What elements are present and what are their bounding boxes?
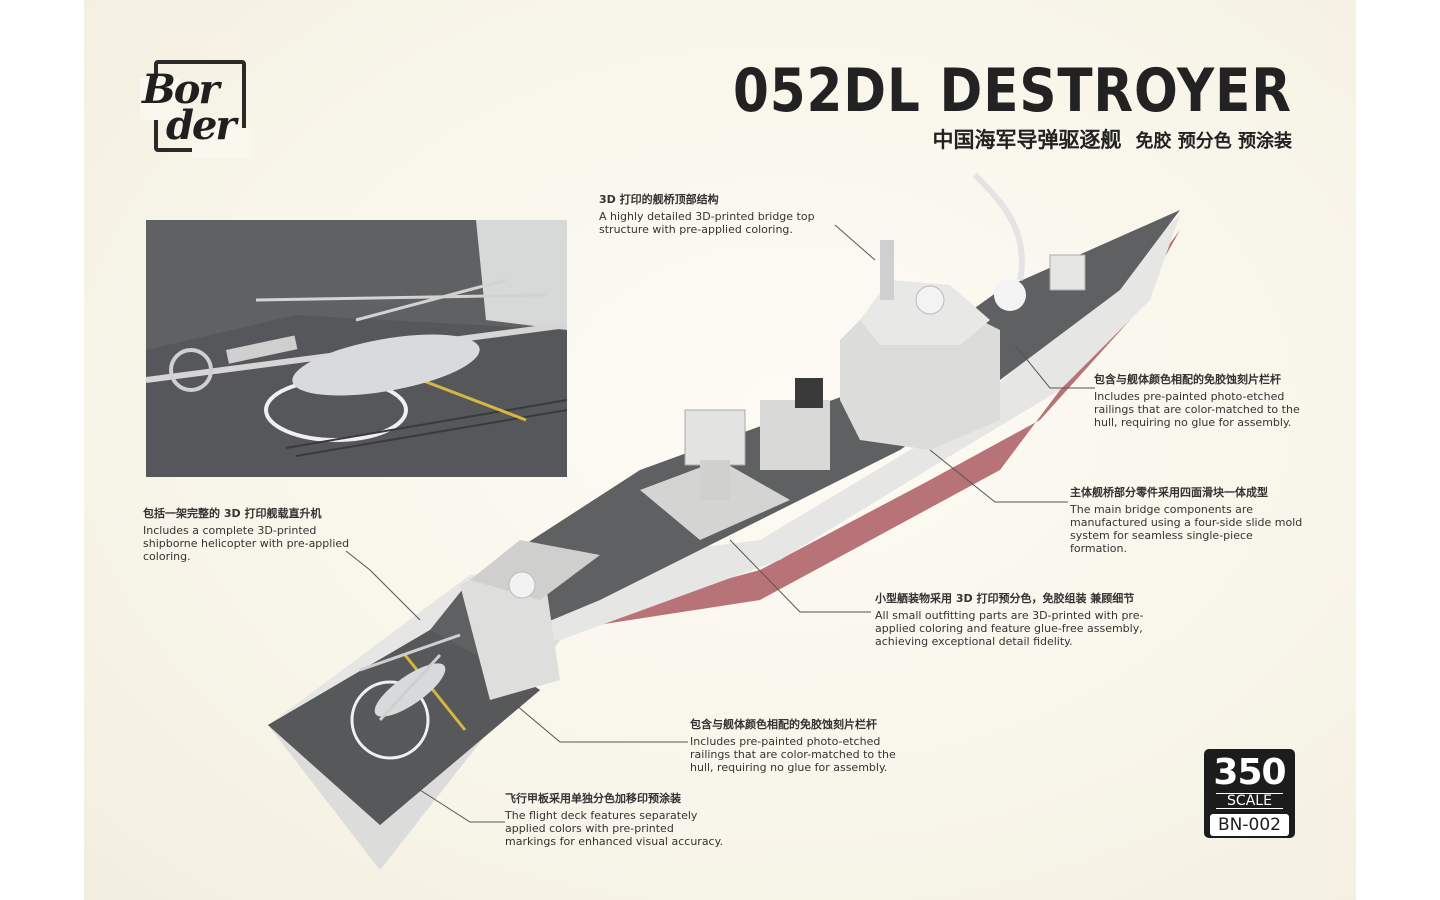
callout-heading: 飞行甲板采用单独分色加移印预涂装 [505, 792, 681, 805]
logo-frame-gap [140, 78, 180, 120]
logo-text-line1: Bor [142, 66, 220, 113]
page-title: 052DL DESTROYER [733, 56, 1292, 126]
callout-text: Includes pre-painted photo-etched railin… [1094, 390, 1300, 429]
scale-badge: 350 SCALE BN-002 [1204, 749, 1295, 838]
callout-main-bridge: 主体舰桥部分零件采用四面滑块一体成型 The main bridge compo… [1070, 484, 1310, 555]
callout-bridge-top: 3D 打印的舰桥顶部结构 A highly detailed 3D-printe… [599, 191, 829, 236]
callout-railings-upper: 包含与舰体颜色相配的免胶蚀刻片栏杆 Includes pre-painted p… [1094, 371, 1314, 429]
callout-flight-deck: 飞行甲板采用单独分色加移印预涂装 The flight deck feature… [505, 790, 725, 848]
scale-label: SCALE [1216, 793, 1283, 809]
callout-text: A highly detailed 3D-printed bridge top … [599, 210, 815, 236]
callout-text: Includes pre-painted photo-etched railin… [690, 735, 896, 774]
callout-text: The main bridge components are manufactu… [1070, 503, 1303, 555]
subtitle-features: 免胶 预分色 预涂装 [1135, 131, 1292, 152]
callout-text: The flight deck features separately appl… [505, 809, 724, 848]
product-code: BN-002 [1210, 814, 1289, 836]
callout-heading: 包括一架完整的 3D 打印舰载直升机 [143, 507, 322, 520]
callout-helicopter: 包括一架完整的 3D 打印舰载直升机 Includes a complete 3… [143, 505, 353, 563]
page-subtitle: 中国海军导弹驱逐舰免胶 预分色 预涂装 [932, 124, 1292, 154]
helicopter-inset-photo [146, 220, 567, 477]
callout-heading: 包含与舰体颜色相配的免胶蚀刻片栏杆 [1094, 373, 1281, 386]
callout-railings-lower: 包含与舰体颜色相配的免胶蚀刻片栏杆 Includes pre-painted p… [690, 716, 900, 774]
scale-number: 350 [1213, 752, 1286, 793]
callout-heading: 主体舰桥部分零件采用四面滑块一体成型 [1070, 486, 1268, 499]
subtitle-chinese: 中国海军导弹驱逐舰 [932, 128, 1122, 152]
border-logo: Bor der [140, 58, 252, 158]
callout-heading: 包含与舰体颜色相配的免胶蚀刻片栏杆 [690, 718, 877, 731]
logo-frame-gap [192, 128, 252, 158]
callout-heading: 小型舾装物采用 3D 打印预分色，免胶组装 兼顾细节 [875, 592, 1135, 605]
callout-text: Includes a complete 3D-printed shipborne… [143, 524, 350, 563]
callout-small-parts: 小型舾装物采用 3D 打印预分色，免胶组装 兼顾细节 All small out… [875, 590, 1150, 648]
callout-heading: 3D 打印的舰桥顶部结构 [599, 193, 719, 206]
callout-text: All small outfitting parts are 3D-printe… [875, 609, 1144, 648]
logo-text-line2: der [166, 102, 236, 149]
